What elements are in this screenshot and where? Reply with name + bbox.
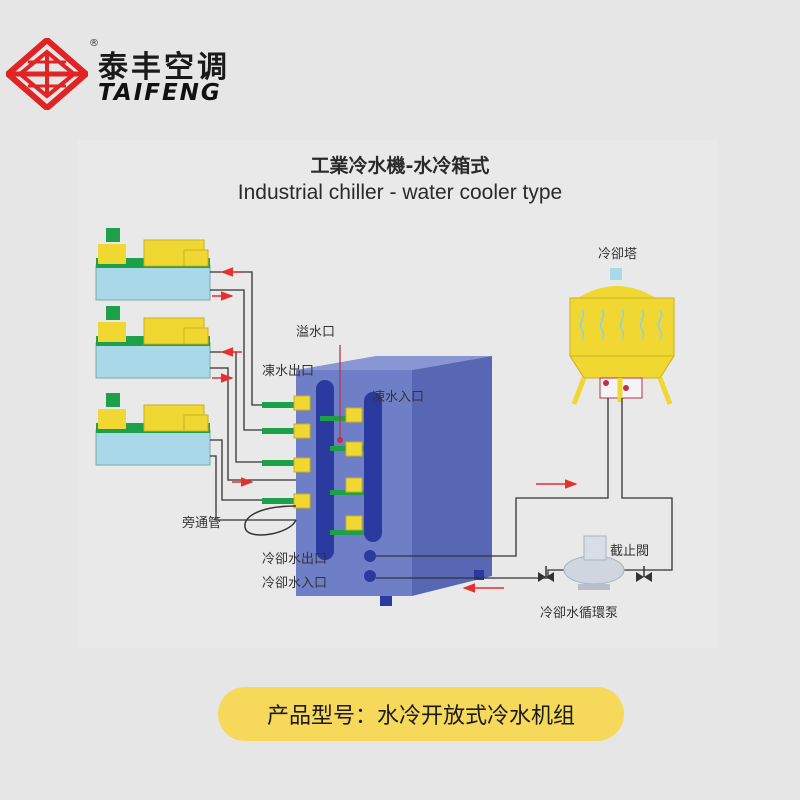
- label-cooling-tower: 冷卻塔: [598, 247, 638, 262]
- label-cooling-water-outlet: 冷卻水出口: [262, 552, 328, 567]
- diagram-title-cn: 工業冷水機-水冷箱式: [310, 155, 490, 177]
- registered-mark: ®: [89, 38, 99, 49]
- label-bypass-pipe: 旁通管: [182, 516, 222, 531]
- label-cooling-water-inlet: 冷卻水入口: [262, 576, 328, 591]
- label-circulation-pump: 冷卻水循環泵: [540, 606, 619, 621]
- supply-pipes: [210, 271, 296, 521]
- machine-3: [95, 393, 211, 466]
- chiller-unit: [262, 345, 492, 606]
- machine-1: [95, 228, 211, 301]
- bypass-pipe: [244, 505, 297, 536]
- diagram-title-en: Industrial chiller - water cooler type: [237, 181, 563, 204]
- brand-name-cn: 泰丰空调: [98, 50, 230, 85]
- label-chilled-water-outlet: 凍水出口: [262, 364, 315, 379]
- circulation-pump-icon: [563, 535, 625, 590]
- taifeng-logo-icon: [6, 38, 88, 110]
- product-model-label: 产品型号：水冷开放式冷水机组: [218, 687, 624, 741]
- brand-name-en: TAIFENG: [98, 80, 222, 106]
- flow-arrows-machines: [212, 267, 254, 487]
- label-stop-valve: 截止閥: [610, 544, 650, 559]
- cooling-tower: [569, 268, 675, 405]
- stop-valve-icon: [538, 566, 652, 582]
- flow-arrows-cooling: [462, 479, 578, 593]
- machine-2: [95, 306, 211, 379]
- label-chilled-water-inlet: 凍水入口: [372, 390, 425, 405]
- label-overflow: 溢水口: [296, 325, 336, 340]
- brand-logo: ® 泰丰空调 TAIFENG: [6, 38, 246, 110]
